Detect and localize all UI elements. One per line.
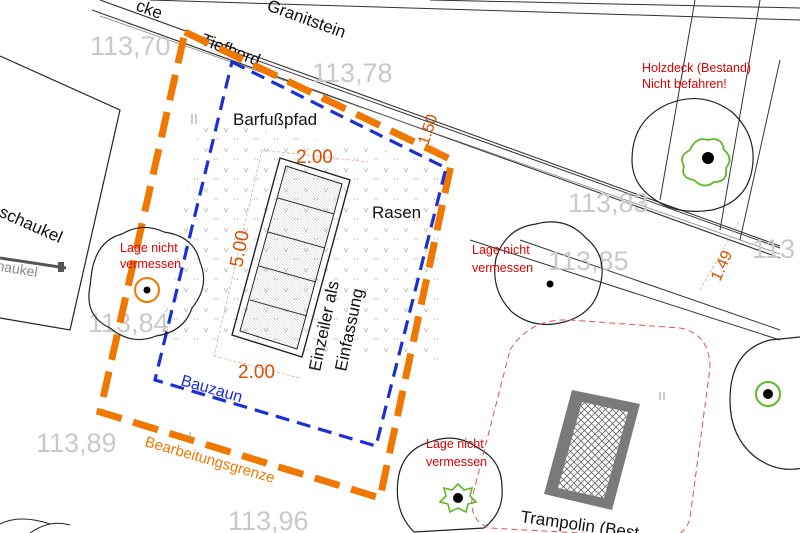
road-label: cke bbox=[134, 0, 165, 23]
rasen-label: Rasen bbox=[372, 203, 421, 222]
note-holzdeck: Nicht befahren! bbox=[642, 77, 727, 91]
elevation-label: 113,83 bbox=[568, 188, 649, 218]
elevation-label: 113,84 bbox=[88, 308, 169, 338]
tree-top-right bbox=[631, 98, 754, 212]
barfusspfad-path bbox=[231, 157, 351, 358]
note-lage-bottom: Lage nicht bbox=[426, 437, 484, 451]
elevation-label: 113 bbox=[752, 234, 795, 264]
elevation-label: 113,89 bbox=[36, 428, 117, 458]
tree-middle bbox=[494, 221, 603, 325]
note-lage-left: vermessen bbox=[120, 257, 181, 271]
dimension-offset-top: 1.50 bbox=[416, 112, 442, 147]
tick-marks bbox=[189, 114, 665, 440]
dimension-width-top: 2.00 bbox=[296, 147, 333, 168]
elevation-label: 113,70 bbox=[90, 31, 171, 61]
dimension-width-bottom: 2.00 bbox=[238, 362, 275, 383]
note-holzdeck: Holzdeck (Bestand) bbox=[642, 61, 751, 75]
trampolin-label: Trampolin (Best bbox=[519, 507, 640, 533]
road-label: Granitstein bbox=[265, 0, 349, 42]
road-curb-lines bbox=[91, 0, 800, 341]
trampolin-zone bbox=[471, 319, 711, 533]
bauzaun-label: Bauzaun bbox=[179, 373, 244, 407]
elevation-label: 113,96 bbox=[228, 506, 309, 533]
building-outline bbox=[0, 55, 121, 331]
tree-bottom bbox=[396, 437, 503, 533]
note-lage-bottom: vermessen bbox=[426, 455, 487, 469]
corner-curves bbox=[0, 518, 71, 533]
tree-left bbox=[88, 226, 205, 341]
elevation-label: 113,85 bbox=[548, 246, 629, 276]
trampolin bbox=[544, 390, 640, 510]
note-lage-left: Lage nicht bbox=[120, 241, 178, 255]
note-lage-mid: vermessen bbox=[472, 261, 533, 275]
schaukel-label-2: haukel bbox=[0, 257, 39, 280]
dimension-offset-right: 1.49 bbox=[708, 248, 736, 283]
note-lage-mid: Lage nicht bbox=[472, 243, 530, 257]
elevation-label: 113,78 bbox=[312, 58, 393, 88]
schaukel-label: schaukel bbox=[0, 202, 65, 247]
dimension-lines bbox=[213, 137, 741, 379]
bearbeitungsgrenze-boundary bbox=[95, 26, 456, 503]
bauzaun-fence bbox=[153, 59, 448, 449]
barfusspfad-label: Barfußpfad bbox=[233, 110, 317, 129]
tree-right-edge bbox=[729, 336, 800, 470]
